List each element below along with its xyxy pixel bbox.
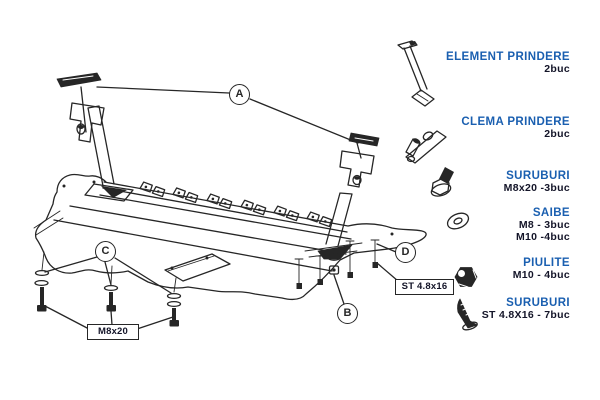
left-clamp-body: [69, 102, 105, 143]
left-bolts: [34, 251, 182, 327]
callout-a: A: [229, 84, 250, 105]
part-qty: M8x20 -3buc: [503, 182, 570, 194]
clema-prindere-icon: [405, 130, 447, 164]
part-label-suruburi-m8: SURUBURI M8x20 -3buc: [504, 170, 570, 195]
callout-d: D: [395, 242, 416, 263]
left-strut: [87, 105, 115, 187]
plate-hatch: [164, 253, 231, 282]
part-qty: M10 - 4buc: [512, 269, 570, 281]
right-bracket: [304, 132, 380, 260]
part-label-suruburi-st: SURUBURI ST 4.8X16 - 7buc: [482, 297, 570, 322]
right-strut: [325, 192, 353, 247]
plate-outline: [34, 173, 427, 301]
part-qty: M8 - 3buc: [518, 219, 570, 231]
part-label-saibe: SAIBE M8 - 3buc M10 -4buc: [516, 207, 570, 243]
plate-ridge-1: [69, 205, 347, 255]
surub-m8-icon: [430, 167, 454, 197]
right-screws: [294, 239, 380, 289]
part-name: CLEMA PRINDERE: [461, 116, 570, 128]
part-name: SAIBE: [532, 207, 570, 219]
callout-b: B: [337, 303, 358, 324]
element-prindere-icon: [397, 40, 435, 107]
part-label-piulite: PIULITE M10 - 4buc: [513, 257, 570, 282]
part-label-clema-prindere: CLEMA PRINDERE 2buc: [461, 116, 570, 141]
skid-plate: [33, 173, 427, 301]
piulita-icon: [454, 267, 478, 288]
nut-stack: [327, 255, 341, 275]
left-foot: [84, 183, 134, 202]
right-clamp-bolt: [356, 142, 362, 159]
plate-ridge-2: [53, 219, 333, 272]
plate-edge-line: [99, 194, 352, 240]
left-bracket: [56, 72, 134, 202]
plate-band-lower: [102, 187, 348, 233]
part-qty: 2buc: [544, 63, 570, 75]
part-qty: 2buc: [544, 128, 570, 140]
part-label-element-prindere: ELEMENT PRINDERE 2buc: [446, 51, 570, 76]
callout-lines: [44, 86, 399, 330]
part-qty: M10 -4buc: [515, 230, 570, 243]
part-name: SURUBURI: [506, 170, 570, 182]
plate-fold-left: [33, 210, 64, 236]
plate-tabs: [138, 180, 334, 228]
part-name: PIULITE: [523, 257, 570, 269]
surub-st-icon: [457, 298, 478, 331]
label-box-m8x20: M8x20: [87, 324, 139, 340]
saiba-icon: [446, 212, 470, 230]
part-name: SURUBURI: [506, 297, 570, 309]
right-clamp-body: [339, 150, 375, 188]
left-clamp-bolt: [80, 86, 87, 133]
part-qty: ST 4.8X16 - 7buc: [481, 309, 570, 321]
callout-c: C: [95, 241, 116, 262]
part-name: ELEMENT PRINDERE: [446, 51, 570, 63]
label-box-st48x16: ST 4.8x16: [395, 279, 454, 295]
